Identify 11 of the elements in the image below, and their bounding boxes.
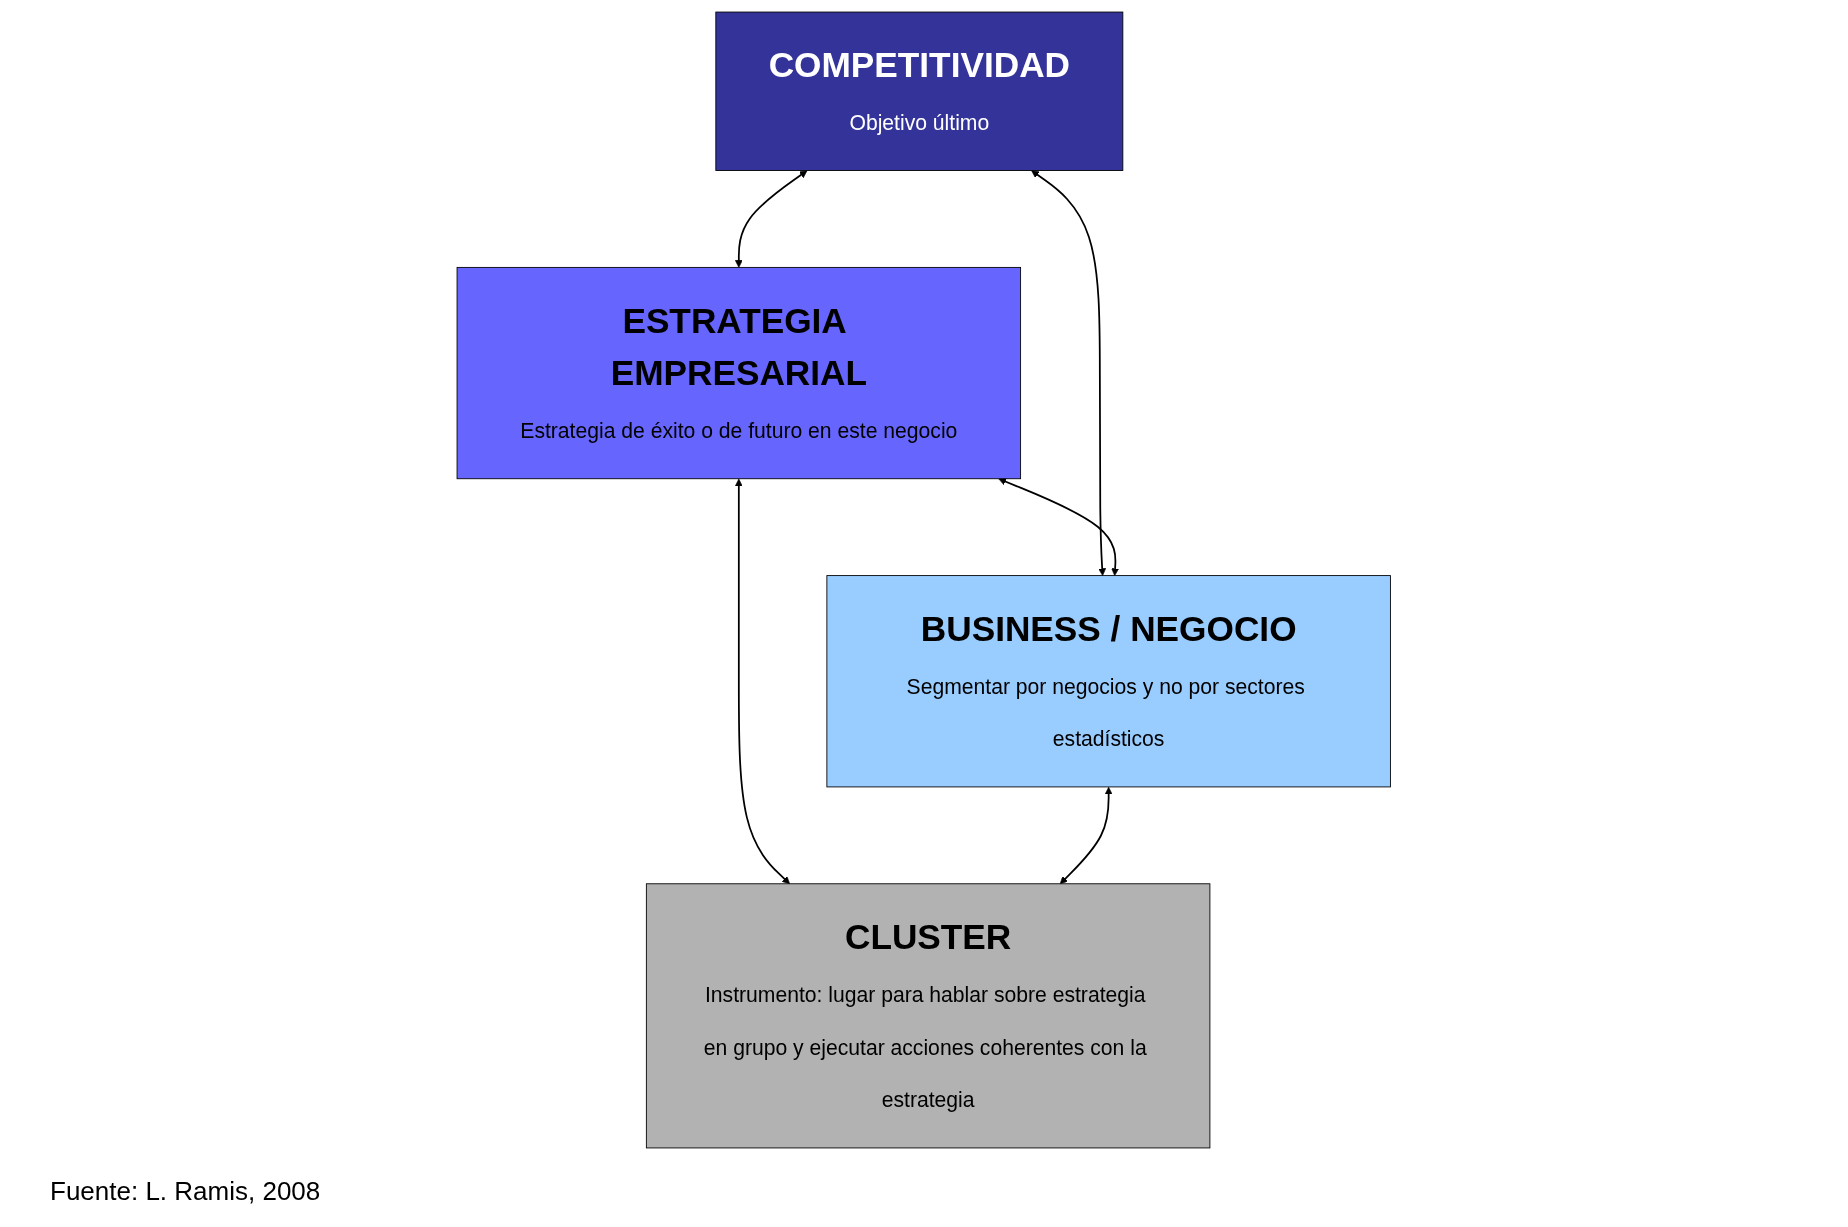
node-box [715, 11, 1124, 171]
arrow [1031, 170, 1107, 576]
arrow [735, 170, 808, 268]
arrow [735, 478, 791, 885]
source-note: Fuente: L. Ramis, 2008 [50, 1176, 321, 1207]
arrow [998, 477, 1120, 576]
arrow [1060, 786, 1113, 885]
flowchart: COMPETITIVIDAD Objetivo último ESTRATEGIA EMPRESARIAL Estrategia de éxito o de futuro en este negocio BUSINESS / NEGOCIO Segmentar por negocios y no por sectores estadísticos CLUSTER Instrumento: lugar para hablar sobre estrategia en grupo y ejecutar acciones coherentes con la estrategia [450, 5, 1398, 1155]
node-box [826, 575, 1392, 788]
node-box [456, 266, 1022, 480]
node-box [646, 883, 1211, 1149]
